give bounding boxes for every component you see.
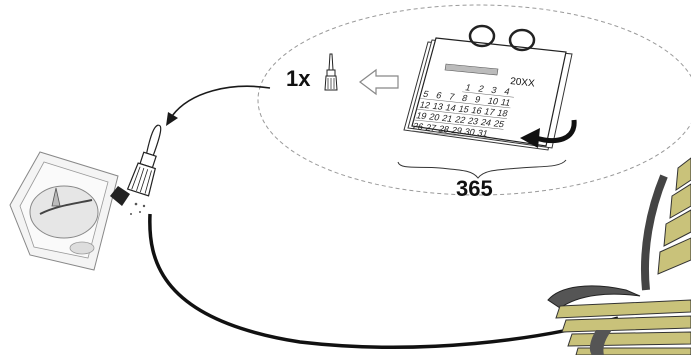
calendar-day: 12 bbox=[418, 100, 431, 111]
frequency-label: 1x bbox=[286, 66, 311, 91]
period-label: 365 bbox=[456, 176, 493, 201]
calendar-day: 17 bbox=[483, 106, 496, 117]
calendar-day: 22 bbox=[454, 114, 467, 125]
calendar-rule bbox=[409, 130, 423, 133]
calendar-day: 23 bbox=[467, 116, 480, 127]
calendar-rule bbox=[422, 131, 436, 134]
calendar-day: 28 bbox=[437, 124, 450, 135]
wooden-bench-icon bbox=[547, 157, 691, 355]
calendar-rule bbox=[442, 111, 456, 114]
small-brush-icon bbox=[324, 53, 338, 91]
calendar-day: 7 bbox=[448, 92, 456, 102]
calendar-rule bbox=[432, 99, 446, 102]
calendar-rule bbox=[451, 123, 465, 126]
calendar-rule bbox=[468, 114, 482, 117]
calendar-rule bbox=[493, 117, 508, 119]
calendar-day: 20 bbox=[428, 112, 441, 123]
calendar-rule bbox=[445, 100, 459, 103]
calendar-rule bbox=[484, 104, 498, 107]
calendar-rule bbox=[500, 95, 514, 98]
curved-arrow-icon bbox=[520, 119, 577, 148]
calendar-day: 13 bbox=[431, 101, 444, 112]
calendar-day: 21 bbox=[441, 113, 454, 124]
calendar-rule bbox=[455, 112, 469, 115]
calendar-day: 10 bbox=[487, 96, 500, 107]
calendar-rule bbox=[487, 94, 502, 97]
period-brace bbox=[397, 159, 567, 179]
calendar-rule bbox=[429, 110, 443, 113]
calendar-rule bbox=[412, 119, 426, 122]
calendar-day: 26 bbox=[411, 121, 424, 132]
calendar-rule bbox=[462, 91, 476, 94]
calendar-day: 19 bbox=[415, 110, 428, 121]
calendar-day: 2 bbox=[477, 84, 485, 94]
calendar-day: 29 bbox=[450, 125, 463, 136]
calendar-rule bbox=[480, 115, 495, 118]
calendar-day: 6 bbox=[435, 90, 443, 100]
calendar-day: 1 bbox=[464, 82, 472, 92]
calendar-day: 9 bbox=[474, 94, 482, 104]
calendar-day: 24 bbox=[480, 117, 493, 128]
calendar-day: 30 bbox=[463, 127, 476, 138]
calendar-year: 20XX bbox=[510, 76, 536, 90]
oil-drips bbox=[130, 202, 146, 215]
calendar-rule bbox=[438, 122, 452, 125]
calendar-rule bbox=[416, 108, 430, 111]
flow-arrow-to-brush bbox=[171, 85, 271, 117]
calendar-day: 25 bbox=[493, 119, 506, 130]
calendar-rule bbox=[419, 98, 433, 101]
oil-brush-icon bbox=[126, 124, 162, 197]
calendar-rule bbox=[471, 103, 485, 106]
calendar-day: 4 bbox=[503, 86, 511, 96]
calendar-rule bbox=[497, 106, 511, 109]
calendar-rule bbox=[490, 127, 504, 130]
calendar-rule bbox=[458, 102, 472, 105]
calendar-rule bbox=[477, 126, 491, 129]
calendar-day: 5 bbox=[422, 89, 430, 99]
calendar-rule bbox=[461, 135, 475, 138]
calendar-rule bbox=[435, 132, 449, 135]
calendar-rule bbox=[475, 92, 489, 95]
calendar-rule bbox=[448, 134, 462, 137]
calendar-day: 15 bbox=[457, 104, 470, 115]
calendar-rule bbox=[425, 120, 439, 123]
annual-cycle-ellipse bbox=[257, 4, 691, 196]
calendar-day: 16 bbox=[470, 105, 483, 116]
calendar-day: 27 bbox=[424, 122, 437, 133]
calendar-day: 18 bbox=[496, 108, 509, 119]
calendar-day: 8 bbox=[461, 93, 469, 103]
calendar-rule bbox=[464, 125, 478, 127]
calendar-day: 14 bbox=[444, 102, 457, 113]
calendar-day: 31 bbox=[476, 128, 489, 139]
oil-container-icon bbox=[9, 151, 130, 271]
calendar-day: 11 bbox=[499, 97, 511, 108]
calendar-day: 3 bbox=[490, 85, 498, 95]
arrow-left-outline-icon bbox=[359, 68, 399, 96]
calendar-rule bbox=[474, 137, 488, 139]
flow-arrow-to-bench bbox=[148, 213, 619, 349]
